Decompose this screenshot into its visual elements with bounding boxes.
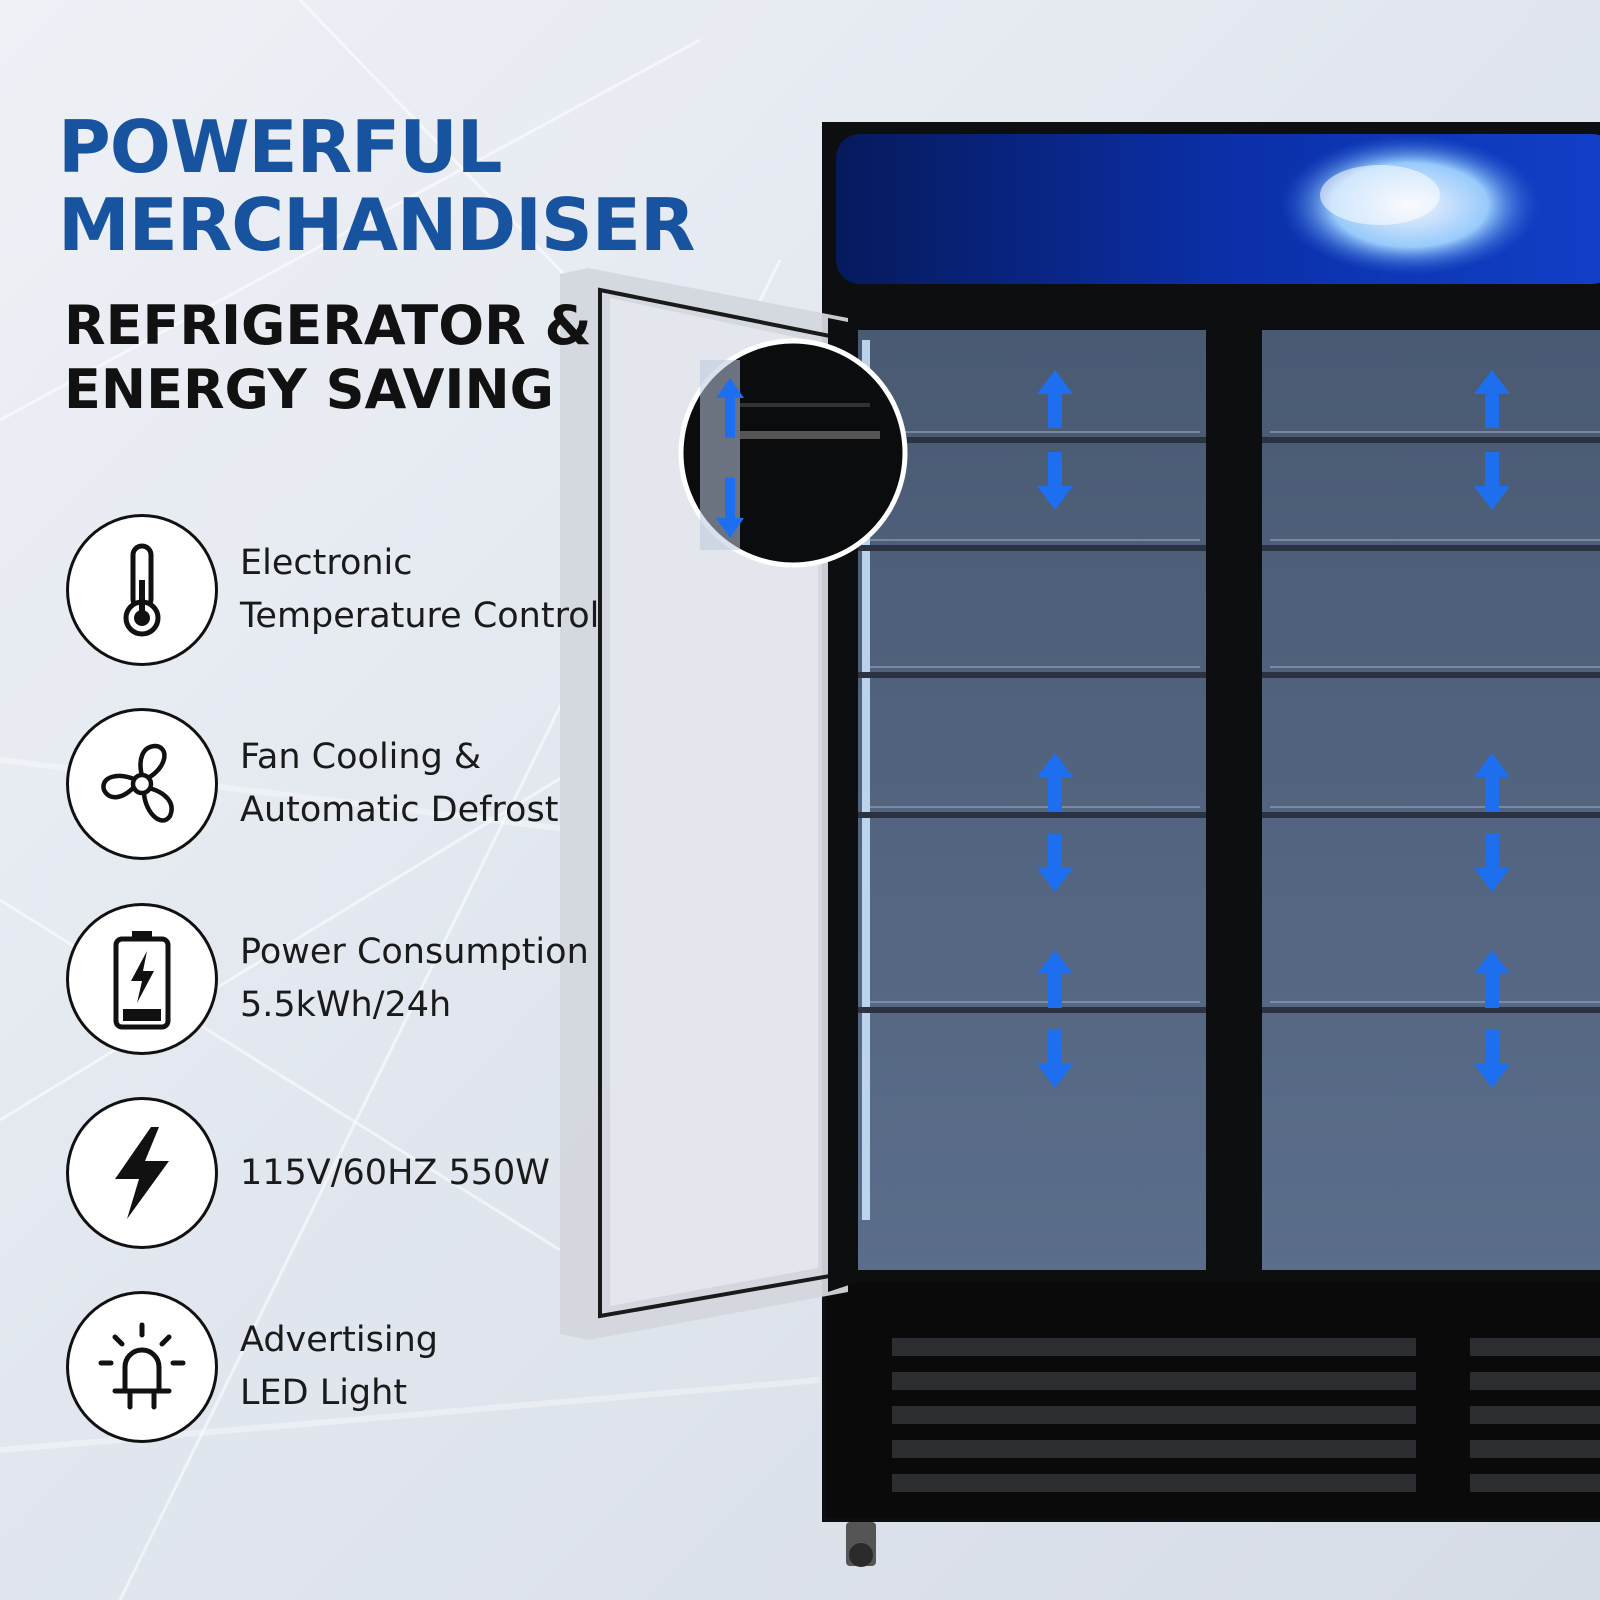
subtitle-line-1: REFRIGERATOR & xyxy=(64,294,592,357)
title-line-2: MERCHANDISER xyxy=(58,183,695,267)
feature-line-2: Temperature Control xyxy=(240,596,600,636)
feature-line-1: Power Consumption xyxy=(240,932,589,972)
led-light-icon xyxy=(98,1322,186,1410)
feature-line-1: 115V/60HZ 550W xyxy=(240,1152,550,1193)
feature-label: Fan Cooling & Automatic Defrost xyxy=(240,731,558,837)
lightning-bolt-icon xyxy=(115,1127,169,1219)
feature-temperature-control: Electronic Temperature Control xyxy=(66,512,706,668)
icon-badge xyxy=(66,903,218,1055)
feature-label: Electronic Temperature Control xyxy=(240,537,599,643)
icon-badge xyxy=(66,708,218,860)
shelf-bracket-detail xyxy=(678,338,908,568)
feature-label: 115V/60HZ 550W xyxy=(240,1147,550,1200)
subtitle-line-2: ENERGY SAVING xyxy=(64,358,555,421)
interior-left xyxy=(858,330,1206,1270)
thermometer-icon xyxy=(123,543,161,637)
feature-line-2: Automatic Defrost xyxy=(240,790,559,830)
feature-label: Power Consumption 5.5kWh/24h xyxy=(240,926,589,1032)
feature-line-2: LED Light xyxy=(240,1373,408,1413)
icon-badge xyxy=(66,1291,218,1443)
feature-line-2: 5.5kWh/24h xyxy=(240,985,452,1025)
feature-line-1: Advertising xyxy=(240,1320,438,1360)
feature-line-1: Electronic xyxy=(240,543,413,583)
icon-badge xyxy=(66,514,218,666)
interior-right xyxy=(1262,330,1600,1270)
feature-line-1: Fan Cooling & xyxy=(240,737,482,777)
feature-voltage: 115V/60HZ 550W xyxy=(66,1095,706,1251)
headline: POWERFUL MERCHANDISER REFRIGERATOR & ENE… xyxy=(58,105,695,422)
battery-charging-icon xyxy=(113,931,171,1030)
feature-fan-cooling: Fan Cooling & Automatic Defrost xyxy=(66,706,706,862)
feature-power-consumption: Power Consumption 5.5kWh/24h xyxy=(66,901,706,1057)
feature-label: Advertising LED Light xyxy=(240,1314,438,1420)
icon-badge xyxy=(66,1097,218,1249)
shelf-adjust-arrows xyxy=(1037,370,1510,1088)
title-line-1: POWERFUL xyxy=(58,105,503,189)
fan-icon xyxy=(101,743,174,823)
led-strip xyxy=(862,340,870,1220)
feature-led-light: Advertising LED Light xyxy=(66,1289,706,1445)
